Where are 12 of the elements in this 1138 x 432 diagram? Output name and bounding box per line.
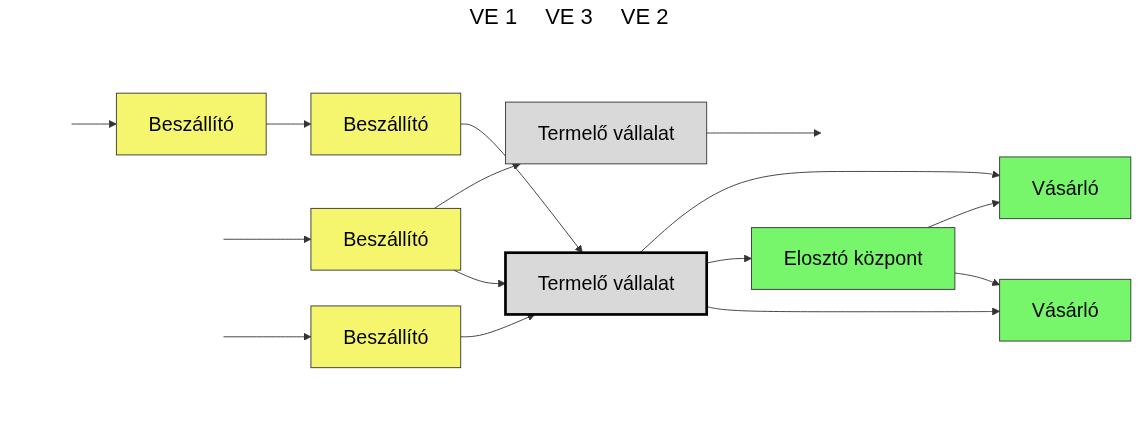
region-label: VE 3	[545, 4, 593, 30]
region-label: VE 1	[469, 4, 518, 30]
node-box: Beszállító	[310, 305, 462, 368]
node-box: Termelő vállalat	[505, 101, 708, 164]
node-box: Beszállító	[310, 92, 462, 155]
node-box: Elosztó központ	[751, 226, 956, 290]
node-box: Beszállító	[115, 92, 267, 155]
node-box: Vásárló	[999, 278, 1132, 342]
region-label: VE 2	[620, 4, 669, 30]
node-box: Vásárló	[999, 156, 1132, 219]
node-box: Beszállító	[310, 207, 462, 271]
node-box: Termelő vállalat	[504, 250, 709, 316]
